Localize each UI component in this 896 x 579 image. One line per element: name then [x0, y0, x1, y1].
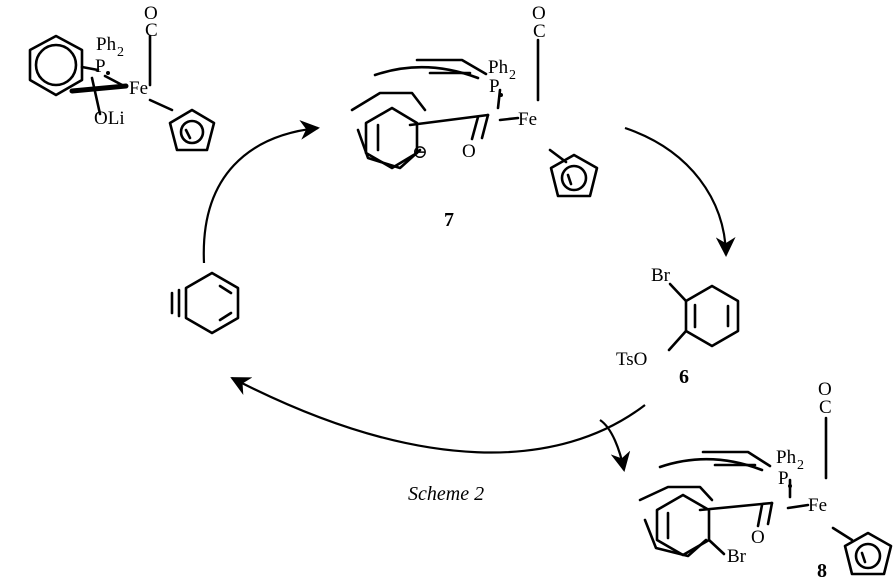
iron-label: Fe — [518, 109, 537, 130]
phosphorus-label: P — [778, 468, 789, 489]
iron-label: Fe — [808, 495, 827, 516]
compound-6-number: 6 — [679, 366, 689, 388]
compound-8-number: 8 — [817, 560, 827, 579]
bromine-label: Br — [651, 265, 671, 286]
lithium-acyl-complex: O C Ph 2 P Fe OLi — [28, 3, 216, 152]
scheme-caption: Scheme 2 — [408, 483, 484, 505]
phenyl-subscript: 2 — [509, 68, 516, 83]
phosphorus-label: P — [489, 76, 500, 97]
carbonyl-carbon-label: C — [145, 20, 158, 41]
benzyne-structure — [170, 271, 240, 335]
arrow-7-to-6 — [624, 126, 736, 257]
phenyl-label: Ph — [776, 447, 797, 468]
phenyl-subscript: 2 — [117, 45, 124, 60]
compound-8-structure: O C Ph 2 P Fe O Br 8 — [638, 379, 893, 579]
carbonyl-carbon-label: C — [819, 397, 832, 418]
arrow-benzyne-to-7 — [202, 119, 320, 264]
carbanion-charge-label: ⊖ — [412, 142, 428, 163]
carbonyl-oxygen-label: O — [818, 379, 832, 400]
arrow-6-to-benzyne — [230, 377, 646, 454]
compound-6-structure: Br TsO 6 — [616, 265, 740, 388]
tosylate-label: TsO — [616, 349, 647, 370]
compound-7-structure: O C Ph 2 P Fe O ⊖ 7 — [350, 3, 599, 231]
phenyl-label: Ph — [488, 57, 509, 78]
carbonyl-oxygen-label: O — [532, 3, 546, 24]
phosphorus-label: P — [95, 56, 106, 77]
compound-7-number: 7 — [444, 209, 454, 231]
phenyl-label: Ph — [96, 34, 117, 55]
phenyl-subscript: 2 — [797, 458, 804, 473]
iron-label: Fe — [129, 78, 148, 99]
bromine-label: Br — [727, 546, 747, 567]
lithium-alkoxide-label: OLi — [94, 108, 125, 129]
carbonyl-carbon-label: C — [533, 21, 546, 42]
carbonyl-oxygen-label: O — [144, 3, 158, 24]
acyl-oxygen-label: O — [462, 141, 476, 162]
acyl-oxygen-label: O — [751, 527, 765, 548]
arrow-to-8 — [599, 419, 631, 472]
